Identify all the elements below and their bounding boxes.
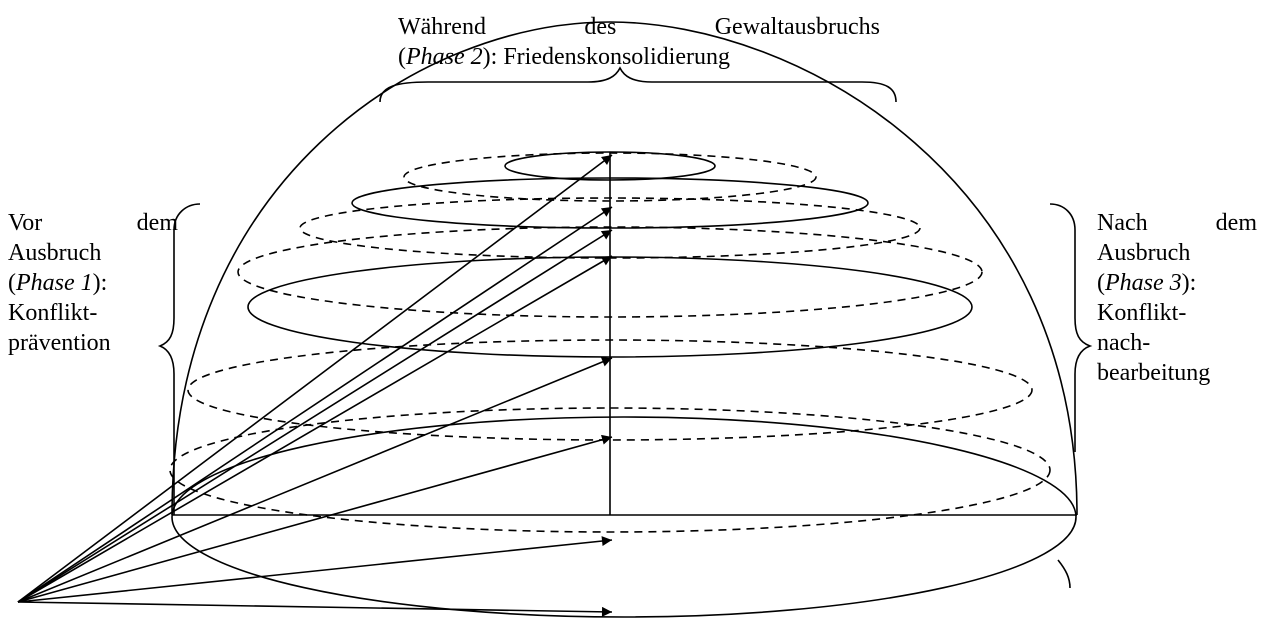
ring-upper (351, 177, 869, 229)
phase2-word2: des (584, 14, 617, 40)
arrow-7 (17, 536, 613, 603)
phase3-line5: nach- (1097, 330, 1151, 356)
phase1-line1: Vor dem (8, 208, 178, 238)
phase1-word2: dem (136, 210, 178, 236)
arrow-5 (17, 357, 613, 603)
phase2-description: ): Friedenskonsolidierung (482, 44, 730, 70)
phase1-label: Vor dem Ausbruch (Phase 1): Konflikt- pr… (8, 208, 178, 358)
phase3-paren-close: ): (1181, 270, 1197, 296)
phase1-title: Phase 1 (16, 270, 93, 296)
phase3-line2: Ausbruch (1097, 240, 1191, 266)
phase1-line2: Ausbruch (8, 240, 102, 266)
phase2-word1: Während (398, 14, 486, 40)
ring-top (504, 151, 716, 181)
phase3-word1: Nach (1097, 210, 1148, 236)
phase3-line4: Konflikt- (1097, 300, 1187, 326)
phase1-line5: prävention (8, 330, 111, 356)
dashed-ring-1 (403, 152, 817, 202)
phase1-paren-close: ): (92, 270, 108, 296)
phase2-title: Phase 2 (406, 44, 483, 70)
phase1-line4: Konflikt- (8, 300, 98, 326)
right-lower-curve (1057, 559, 1071, 589)
phase2-line1: Während des Gewaltausbruchs (398, 12, 880, 42)
arrow-1 (17, 154, 613, 603)
phase3-line3: (Phase 3): (1097, 268, 1257, 298)
left-brace (157, 203, 201, 515)
phase2-word3: Gewaltausbruchs (714, 14, 880, 40)
arrow-2 (17, 206, 613, 603)
phase3-title: Phase 3 (1105, 270, 1182, 296)
phase3-label: Nach dem Ausbruch (Phase 3): Konflikt- n… (1097, 208, 1257, 388)
phase3-line1: Nach dem (1097, 208, 1257, 238)
dome-outline (171, 21, 1078, 516)
right-brace (1049, 203, 1093, 452)
phase1-line3: (Phase 1): (8, 268, 178, 298)
arrow-4 (17, 255, 613, 603)
phase2-line2: (Phase 2): Friedenskonsolidierung (398, 42, 880, 72)
phase1-word1: Vor (8, 210, 43, 236)
arrow-3 (17, 229, 613, 603)
phase3-paren-open: ( (1097, 270, 1105, 296)
phase2-paren-open: ( (398, 44, 406, 70)
arrow-6 (17, 434, 613, 603)
phase3-line6: bearbeitung (1097, 360, 1211, 386)
dashed-ring-3 (237, 226, 983, 318)
ring-base (171, 416, 1077, 618)
top-brace (379, 66, 897, 103)
dashed-ring-4 (187, 339, 1033, 441)
arrow-8 (17, 601, 613, 617)
phase3-word2: dem (1215, 210, 1257, 236)
dashed-ring-5 (169, 407, 1051, 533)
phase2-label: Während des Gewaltausbruchs (Phase 2): F… (398, 12, 880, 72)
phase1-paren-open: ( (8, 270, 16, 296)
